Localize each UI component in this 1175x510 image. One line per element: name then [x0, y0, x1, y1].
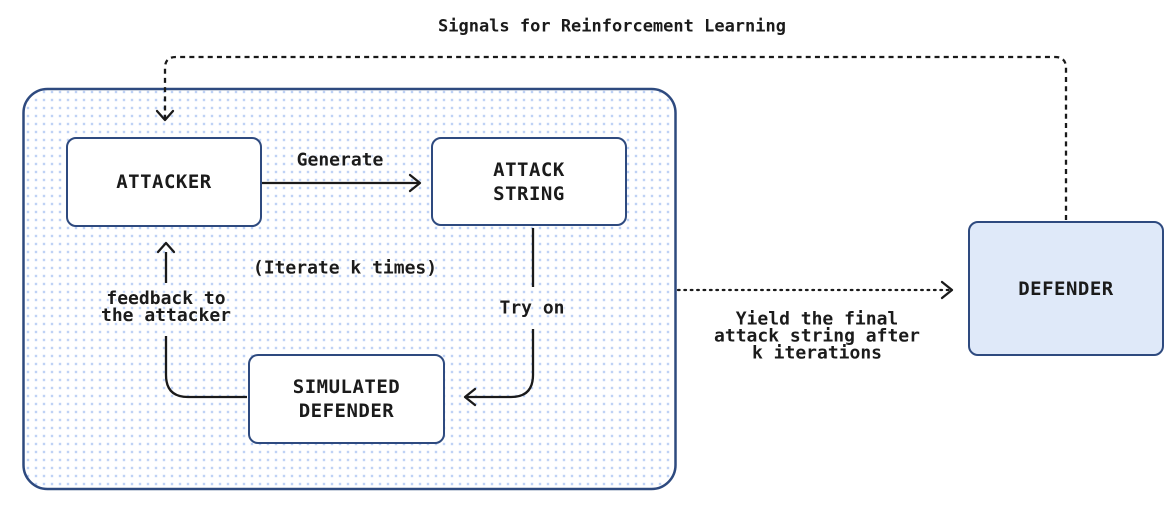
generate-arrowhead: [408, 173, 422, 193]
feedback-arrow-line: [164, 252, 247, 399]
attack-string-label: ATTACK STRING: [493, 158, 565, 205]
attack-string-node: ATTACK STRING: [431, 137, 627, 226]
attacker-label: ATTACKER: [116, 171, 212, 193]
yield-arrowhead: [940, 280, 954, 300]
try-on-edge-label: Try on: [499, 297, 565, 319]
simulated-defender-label: SIMULATED DEFENDER: [292, 376, 401, 422]
attacker-node: ATTACKER: [66, 137, 262, 227]
rl-signals-title: Signals for Reinforcement Learning: [438, 16, 786, 37]
feedback-arrowhead: [156, 241, 176, 254]
rl-signals-arrowhead: [155, 109, 175, 122]
rl-signals-arrow-line: [163, 55, 1068, 220]
generate-edge-label: Generate: [296, 149, 384, 171]
yield-edge-label: Yield the final attack string after k it…: [714, 308, 920, 364]
defender-node: DEFENDER: [968, 221, 1164, 356]
iterate-annotation: (Iterate k times): [252, 257, 438, 279]
simulated-defender-node: SIMULATED DEFENDER: [248, 354, 445, 444]
try-on-arrowhead: [463, 387, 477, 407]
try-on-arrow-line: [467, 228, 535, 399]
defender-label: DEFENDER: [1018, 277, 1114, 300]
feedback-edge-label: feedback to the attacker: [100, 288, 232, 326]
